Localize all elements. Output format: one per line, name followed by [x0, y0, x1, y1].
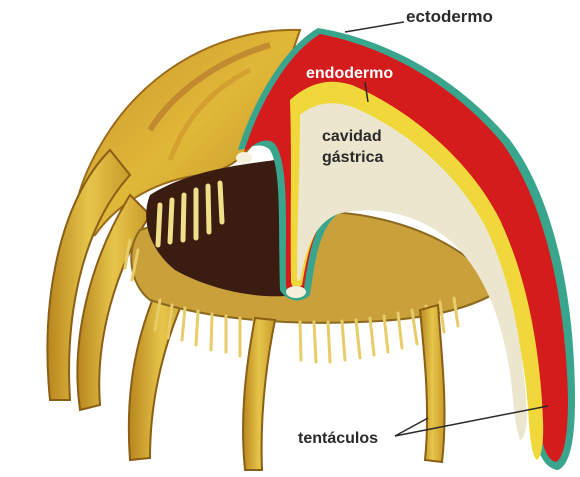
label-tentaculos: tentáculos [298, 430, 378, 447]
label-cavidad: cavidad [322, 128, 382, 145]
label-gastrica: gástrica [322, 149, 383, 166]
label-endodermo: endodermo [306, 65, 393, 82]
label-ectodermo: ectodermo [406, 7, 493, 26]
ectodermo-leader [345, 22, 404, 32]
